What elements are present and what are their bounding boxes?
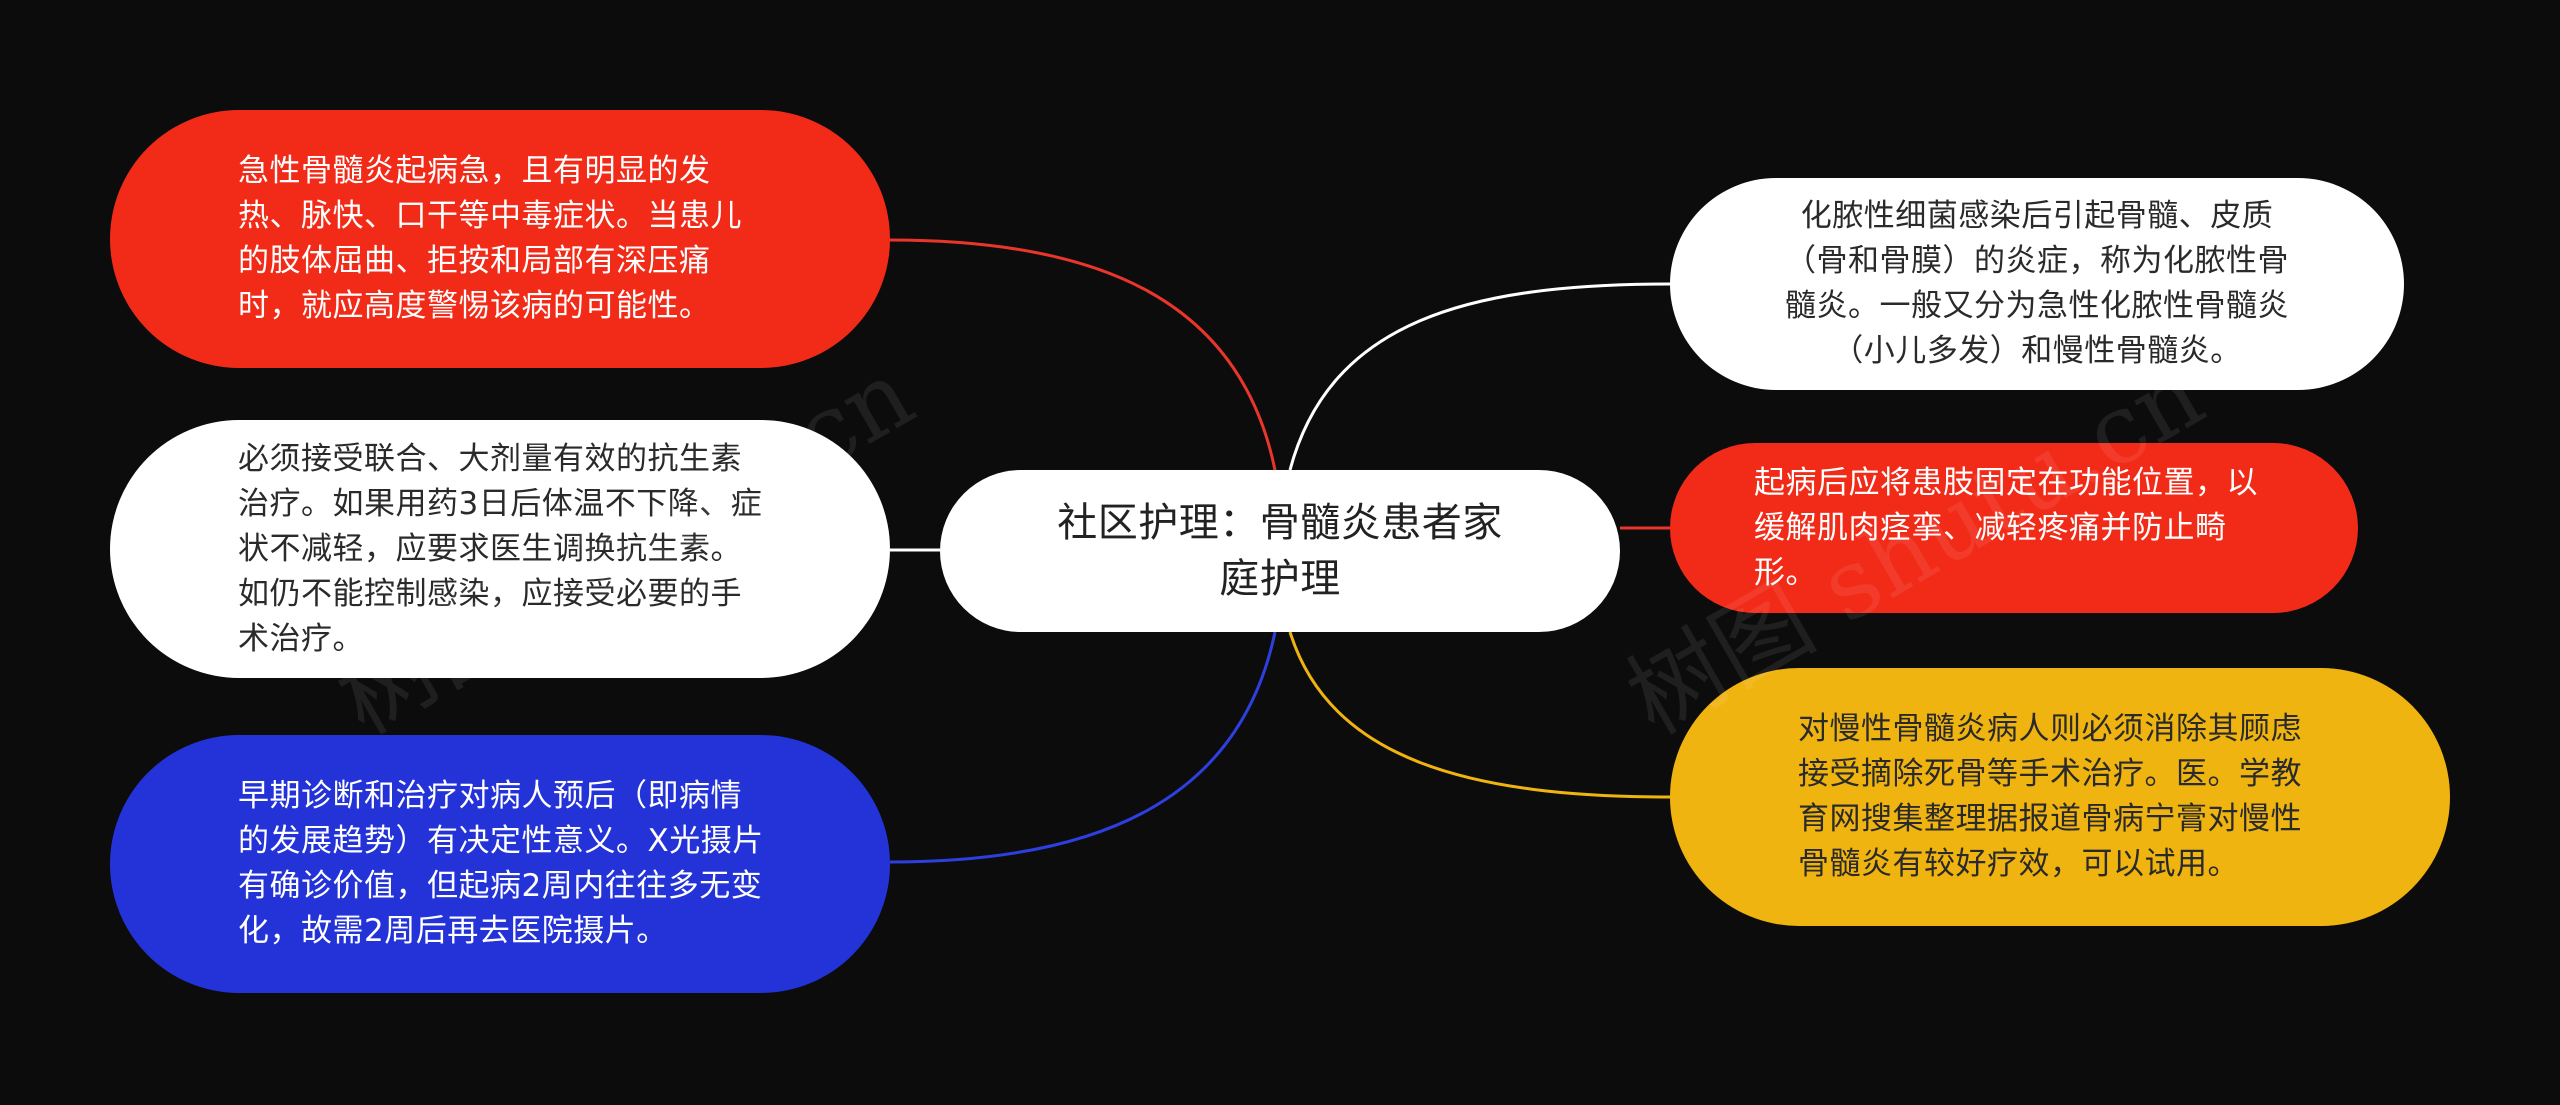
link-right1: [1288, 282, 1671, 471]
link-right3: [1288, 631, 1671, 799]
topic-text: 对慢性骨髓炎病人则必须消除其顾虑接受摘除死骨等手术治疗。医。学教育网搜集整理据报…: [1798, 711, 2302, 882]
topic-node-antibiotic-treatment[interactable]: 必须接受联合、大剂量有效的抗生素治疗。如果用药3日后体温不下降、症状不减轻，应要…: [110, 420, 890, 678]
topic-text: 必须接受联合、大剂量有效的抗生素治疗。如果用药3日后体温不下降、症状不减轻，应要…: [238, 440, 763, 657]
topic-node-acute-symptoms[interactable]: 急性骨髓炎起病急，且有明显的发热、脉快、口干等中毒症状。当患儿的肢体屈曲、拒按和…: [110, 110, 890, 368]
topic-node-definition[interactable]: 化脓性细菌感染后引起骨髓、皮质（骨和骨膜）的炎症，称为化脓性骨髓炎。一般又分为急…: [1670, 178, 2404, 390]
central-topic[interactable]: 社区护理：骨髓炎患者家 庭护理: [940, 470, 1620, 632]
link-left3: [889, 631, 1277, 864]
link-left1: [889, 238, 1277, 471]
topic-node-chronic-treatment[interactable]: 对慢性骨髓炎病人则必须消除其顾虑接受摘除死骨等手术治疗。医。学教育网搜集整理据报…: [1670, 668, 2450, 926]
topic-text: 起病后应将患肢固定在功能位置，以缓解肌肉痉挛、减轻疼痛并防止畸形。: [1754, 464, 2258, 591]
topic-node-limb-fixation[interactable]: 起病后应将患肢固定在功能位置，以缓解肌肉痉挛、减轻疼痛并防止畸形。: [1670, 443, 2358, 613]
topic-text: 化脓性细菌感染后引起骨髓、皮质（骨和骨膜）的炎症，称为化脓性骨髓炎。一般又分为急…: [1785, 198, 2289, 369]
topic-node-early-diagnosis[interactable]: 早期诊断和治疗对病人预后（即病情的发展趋势）有决定性意义。X光摄片有确诊价值，但…: [110, 735, 890, 993]
topic-text: 早期诊断和治疗对病人预后（即病情的发展趋势）有决定性意义。X光摄片有确诊价值，但…: [238, 778, 764, 949]
central-topic-text: 社区护理：骨髓炎患者家 庭护理: [1057, 500, 1503, 602]
topic-text: 急性骨髓炎起病急，且有明显的发热、脉快、口干等中毒症状。当患儿的肢体屈曲、拒按和…: [238, 153, 742, 324]
